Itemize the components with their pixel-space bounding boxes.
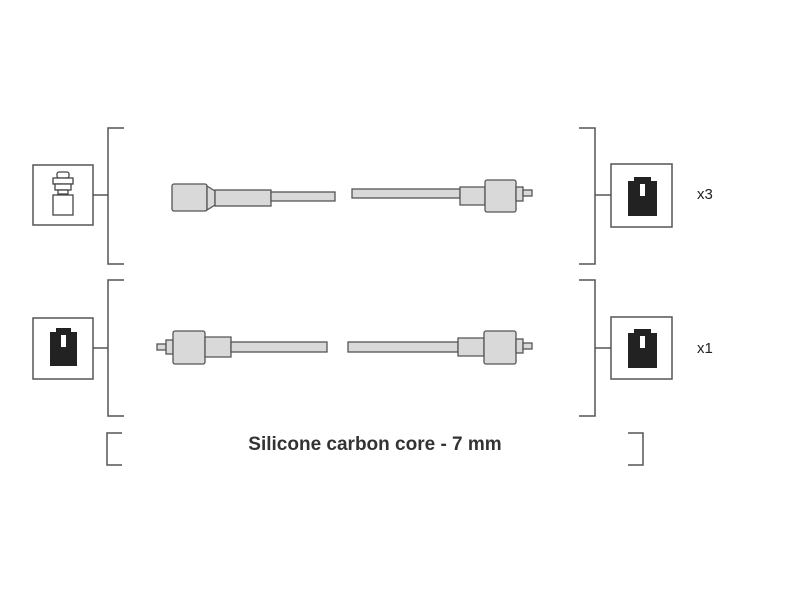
footer-right-bracket bbox=[628, 432, 644, 466]
footer-left-bracket bbox=[106, 432, 122, 466]
right-bracket bbox=[579, 127, 596, 265]
lead-right-half bbox=[351, 179, 533, 213]
right-connector-box-2 bbox=[610, 316, 673, 380]
lead-left-half bbox=[171, 183, 336, 212]
lead-right-half-2 bbox=[347, 330, 533, 365]
core-spec-caption: Silicone carbon core - 7 mm bbox=[248, 434, 502, 455]
spark-plug-cap-icon bbox=[52, 171, 74, 216]
lead-left-half-2 bbox=[156, 330, 328, 365]
right-connector-box bbox=[610, 163, 673, 228]
left-connector-box bbox=[32, 164, 108, 226]
quantity-label-row-1: x3 bbox=[697, 186, 713, 203]
lead-row-1 bbox=[32, 127, 673, 265]
left-bracket bbox=[107, 127, 124, 265]
distributor-boot-icon bbox=[628, 329, 657, 368]
right-bracket-2 bbox=[579, 279, 596, 417]
distributor-boot-icon bbox=[50, 328, 77, 366]
distributor-boot-icon bbox=[628, 177, 657, 216]
lead-row-2 bbox=[32, 279, 673, 417]
left-connector-box-2 bbox=[32, 317, 108, 380]
quantity-label-row-2: x1 bbox=[697, 340, 713, 357]
left-bracket-2 bbox=[107, 279, 124, 417]
